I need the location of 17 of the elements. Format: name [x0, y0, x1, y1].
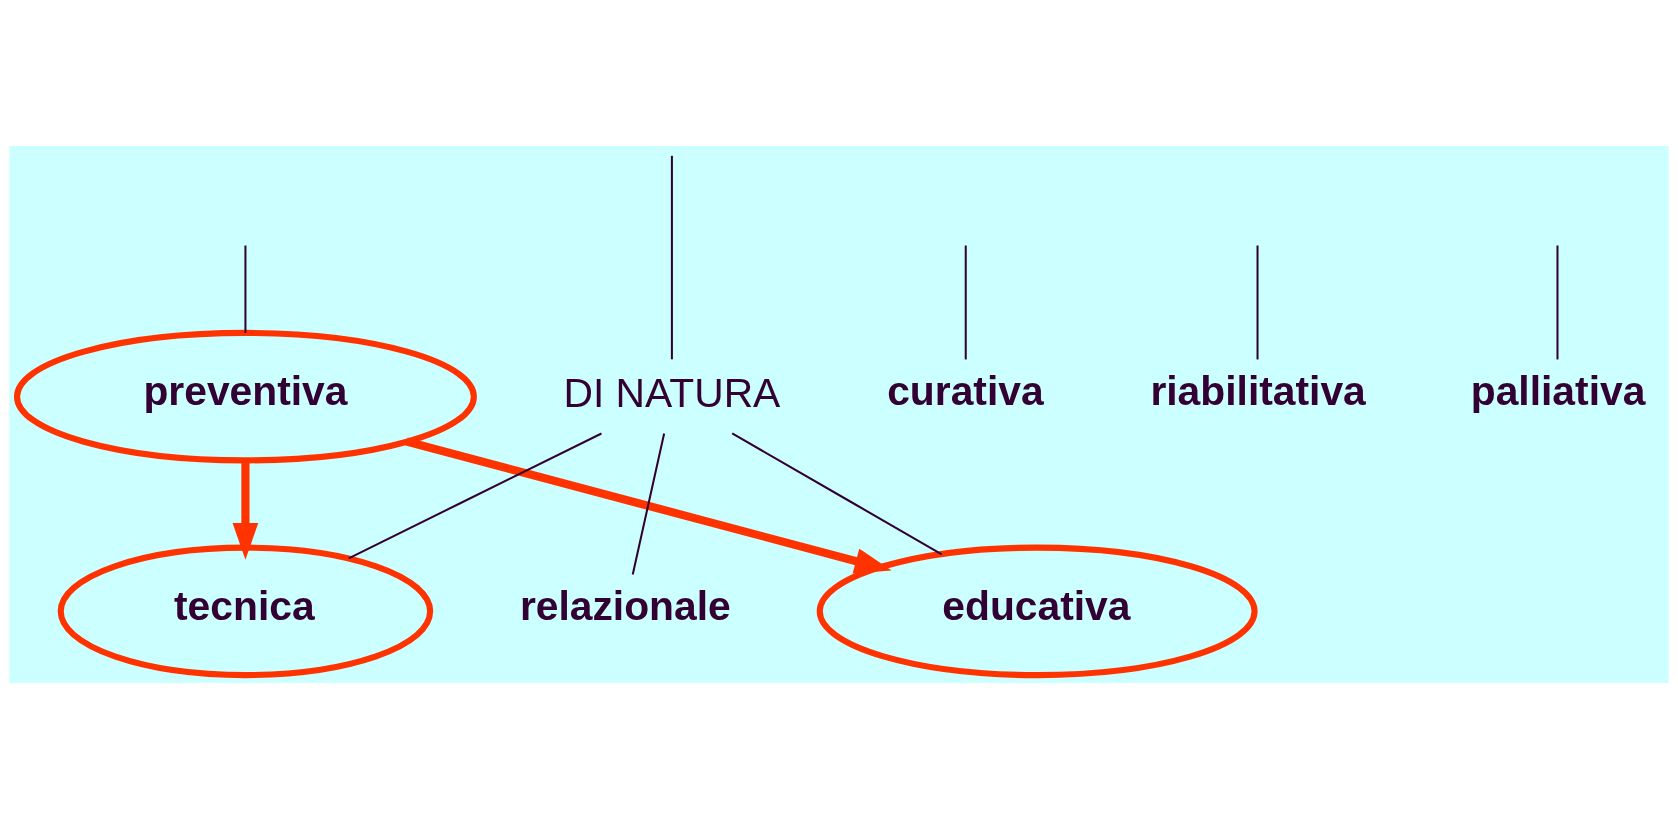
node-ellipse: preventiva: [13, 329, 477, 463]
connector: [1256, 245, 1259, 359]
connector: [964, 245, 967, 359]
connector: [731, 432, 943, 555]
connector: [348, 432, 602, 559]
connector: [670, 155, 673, 359]
connector: [1556, 245, 1559, 359]
connector: [244, 245, 247, 333]
node-text: DI NATURA: [563, 369, 781, 416]
node-text: riabilitativa: [1150, 367, 1366, 414]
node-text: palliativa: [1470, 367, 1646, 414]
node-text: relazionale: [519, 582, 731, 629]
arrow: [405, 437, 892, 574]
node-ellipse: tecnica: [57, 544, 434, 678]
node-text: curativa: [887, 367, 1044, 414]
node-ellipse: educativa: [816, 544, 1258, 678]
connector: [631, 432, 666, 575]
